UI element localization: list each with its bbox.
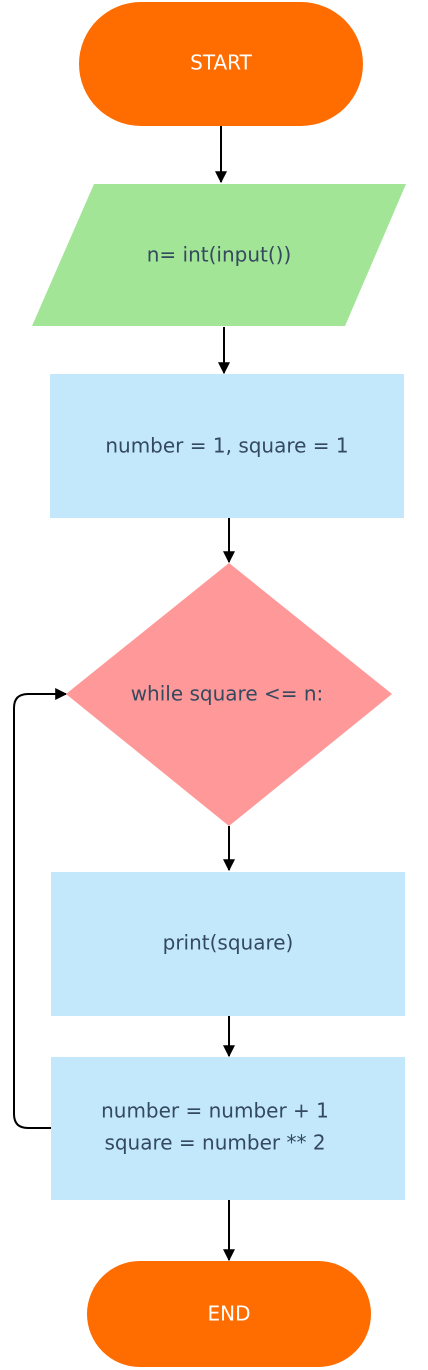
node-loop: while square <= n:	[66, 563, 392, 826]
start-label: START	[190, 51, 252, 75]
update-label-line1: number = number + 1	[101, 1099, 329, 1123]
init-label: number = 1, square = 1	[105, 434, 348, 458]
edge-update-loop-back	[13, 688, 68, 1129]
node-start: START	[79, 2, 363, 126]
node-init: number = 1, square = 1	[50, 374, 404, 518]
print-process-shape	[51, 872, 405, 1016]
node-end: END	[87, 1261, 371, 1367]
end-terminal-shape	[87, 1261, 371, 1367]
connectors	[13, 126, 235, 1262]
loop-decision-shape	[66, 563, 392, 826]
input-label: n= int(input())	[147, 243, 292, 267]
node-input: n= int(input())	[32, 184, 406, 326]
print-label: print(square)	[163, 931, 294, 955]
loop-label: while square <= n:	[131, 682, 324, 706]
node-update: number = number + 1 square = number ** 2	[51, 1057, 405, 1200]
end-label: END	[208, 1302, 251, 1326]
init-process-shape	[50, 374, 404, 518]
update-process-shape	[51, 1057, 405, 1200]
start-terminal-shape	[79, 2, 363, 126]
node-print: print(square)	[51, 872, 405, 1016]
update-label-line2: square = number ** 2	[104, 1131, 325, 1155]
input-parallelogram-shape	[32, 184, 406, 326]
